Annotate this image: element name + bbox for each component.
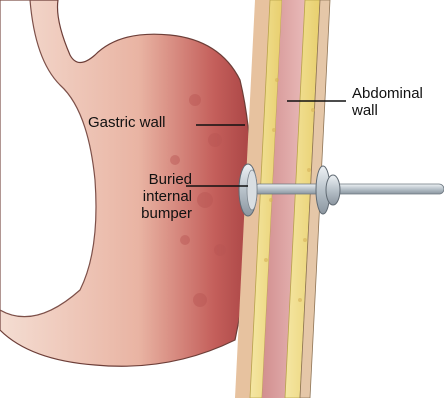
internal-bumper-flange	[247, 170, 257, 210]
external-bolster-collar	[326, 175, 340, 205]
feeding-tube	[254, 184, 444, 194]
abdominal-wall-label: Abdominal wall	[352, 85, 423, 119]
gastric-wall-label: Gastric wall	[88, 114, 166, 131]
buried-internal-bumper-label: Buried internal bumper	[104, 171, 192, 222]
